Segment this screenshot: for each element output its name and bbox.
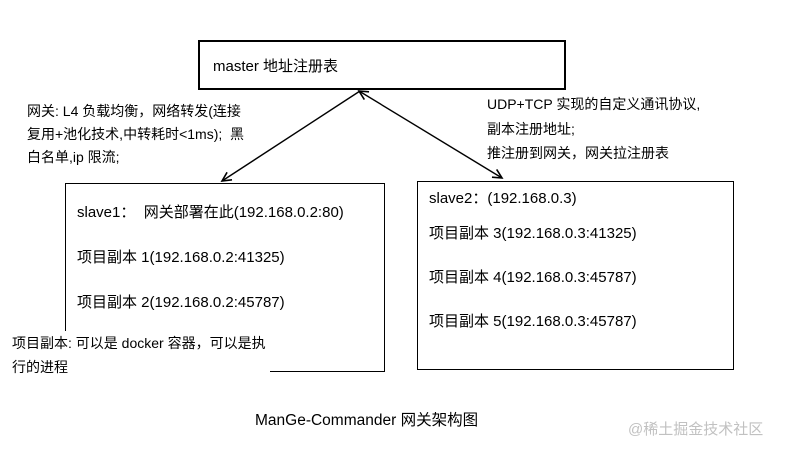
arrow-master-slave2-bidirectional [357,90,504,179]
slave2-replica-4: 项目副本 4(192.168.0.3:45787) [429,269,637,286]
slave1-title: slave1： 网关部署在此(192.168.0.2:80) [77,204,344,221]
gateway-note-line: 网关: L4 负载均衡，网络转发(连接 [27,103,241,119]
gateway-note-line: 复用+池化技术,中转耗时<1ms); 黑 [27,126,245,142]
replica-note-line: 项目副本: 可以是 docker 容器，可以是执 [12,335,266,351]
slave2-title: slave2：(192.168.0.3) [429,190,577,207]
slave2-box: slave2：(192.168.0.3) 项目副本 3(192.168.0.3:… [417,181,734,370]
replica-note: 项目副本: 可以是 docker 容器，可以是执 行的进程 [12,331,270,379]
protocol-note-line: 推注册到网关，网关拉注册表 [487,145,669,161]
protocol-note: UDP+TCP 实现的自定义通讯协议, 副本注册地址; 推注册到网关，网关拉注册… [487,92,700,166]
watermark: @稀土掘金技术社区 [628,421,764,438]
gateway-note: 网关: L4 负载均衡，网络转发(连接 复用+池化技术,中转耗时<1ms); 黑… [27,100,244,169]
master-box: master 地址注册表 [198,40,566,90]
slave1-replica-2: 项目副本 2(192.168.0.2:45787) [77,294,285,311]
slave2-replica-5: 项目副本 5(192.168.0.3:45787) [429,313,637,330]
protocol-note-line: 副本注册地址; [487,120,575,137]
diagram-caption: ManGe-Commander 网关架构图 [255,412,479,429]
slave1-replica-1: 项目副本 1(192.168.0.2:41325) [77,249,285,266]
slave1-box: slave1： 网关部署在此(192.168.0.2:80) 项目副本 1(19… [65,183,385,372]
replica-note-line: 行的进程 [12,359,68,375]
gateway-note-line: 白名单,ip 限流; [27,149,120,165]
slave2-replica-3: 项目副本 3(192.168.0.3:41325) [429,225,637,242]
protocol-note-line: UDP+TCP 实现的自定义通讯协议, [487,96,701,112]
master-box-label: master 地址注册表 [213,57,339,75]
